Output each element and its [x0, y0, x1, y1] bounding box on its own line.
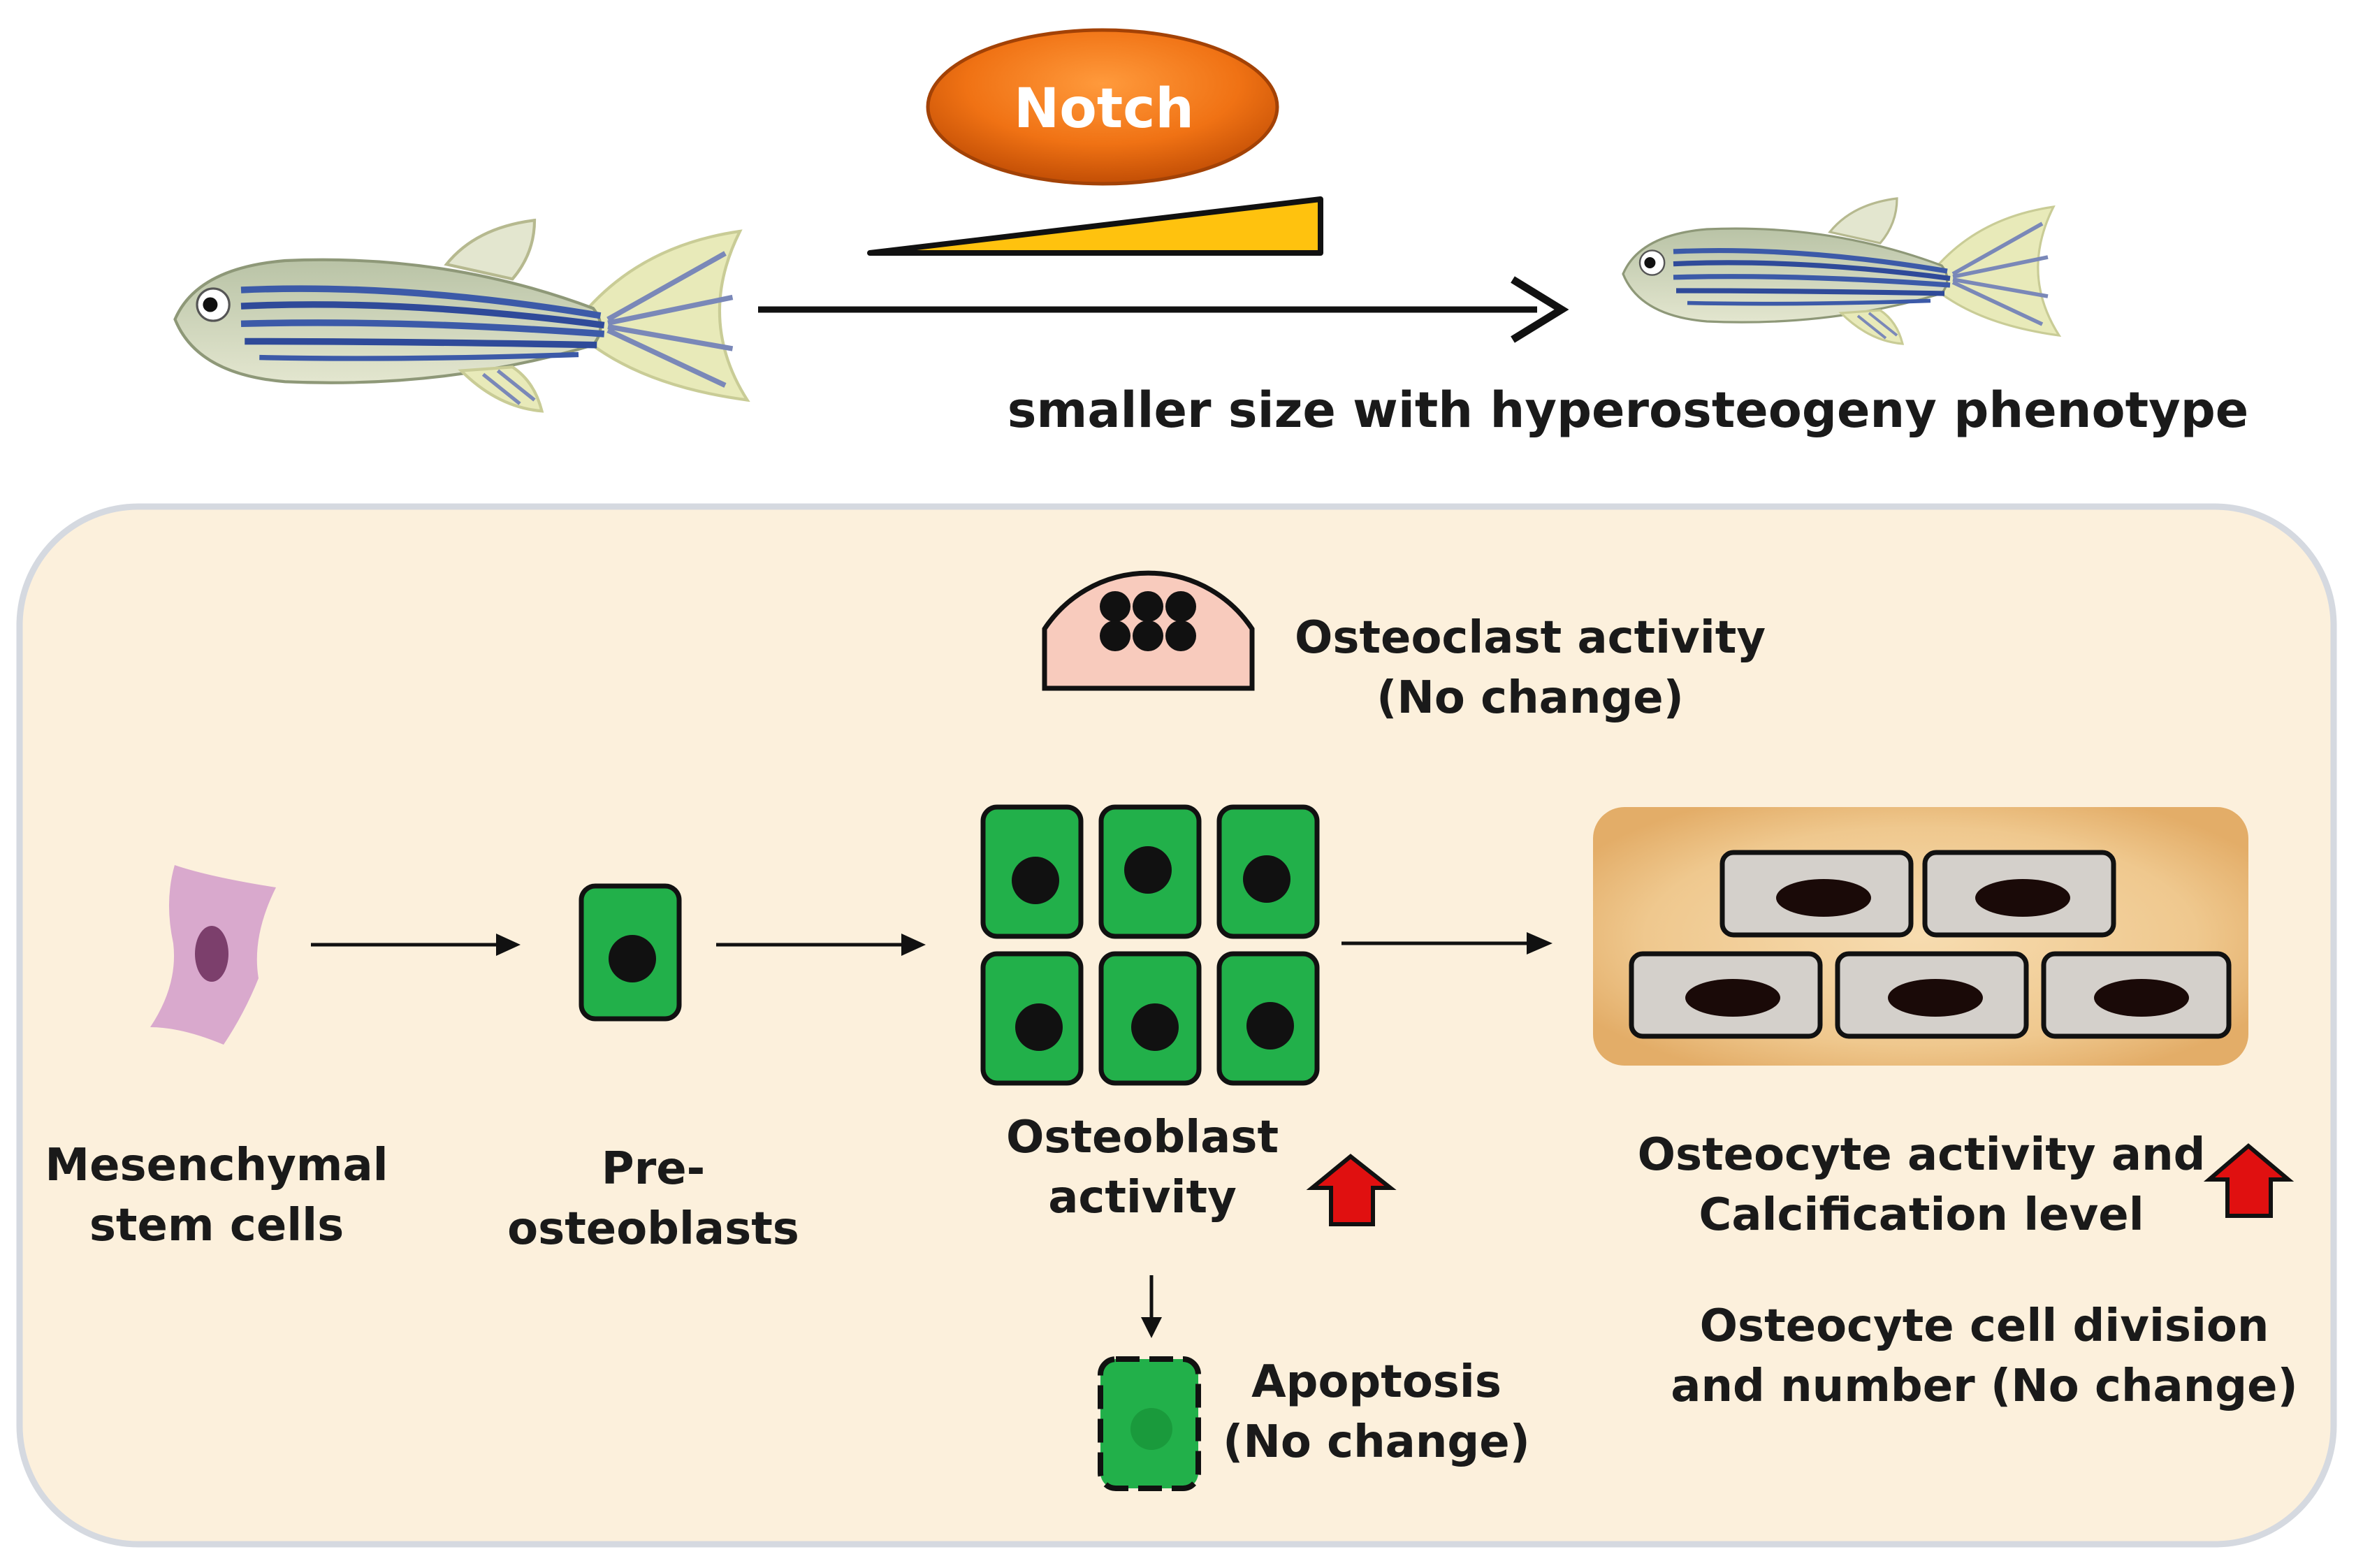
- preosteoblast-label-line1: Pre-: [601, 1143, 706, 1195]
- apoptosis-arrow: [1141, 1275, 1162, 1338]
- preosteoblast-icon: [579, 883, 682, 1022]
- stage-arrow-2: [716, 934, 926, 956]
- osteoclast-label-line1: Osteoclast activity: [1294, 612, 1766, 664]
- osteoblast-label-line1: Osteoblast: [1005, 1112, 1279, 1163]
- preosteoblast-label-line2: osteoblasts: [507, 1203, 799, 1256]
- osteoclast-icon: [1042, 570, 1255, 691]
- osteocyte-activity-label-line2: Calcification level: [1699, 1189, 2144, 1242]
- bone-matrix-icon: [1593, 807, 2248, 1066]
- up-arrow-icon-osteocyte: [2203, 1143, 2295, 1218]
- osteoclast-label: Osteoclast activity (No change): [1258, 608, 1803, 729]
- notch-label: Notch: [1014, 78, 1194, 140]
- zebrafish-icon-large: [175, 220, 748, 411]
- mesenchymal-label: Mesenchymal stem cells: [35, 1135, 398, 1256]
- osteoblast-label: Osteoblast activity: [978, 1108, 1307, 1228]
- apoptosis-label: Apoptosis (No change): [1202, 1352, 1551, 1473]
- phenotype-caption: smaller size with hyperosteogeny phenoty…: [1007, 382, 2249, 439]
- osteoblast-grid-icon: [980, 804, 1320, 1086]
- osteocyte-division-label-line2: and number (No change): [1671, 1360, 2298, 1413]
- osteocyte-division-label: Osteocyte cell division and number (No c…: [1663, 1296, 2306, 1417]
- osteocyte-division-label-line1: Osteocyte cell division: [1699, 1300, 2269, 1352]
- osteoblast-label-line2: activity: [1048, 1172, 1237, 1224]
- osteocyte-activity-label-line1: Osteocyte activity and: [1637, 1129, 2206, 1181]
- mesenchymal-label-line2: stem cells: [89, 1200, 344, 1252]
- zebrafish-icon-small: [1623, 198, 2059, 344]
- apoptotic-cell-icon: [1098, 1356, 1201, 1491]
- up-arrow-icon-osteoblast: [1306, 1154, 1397, 1226]
- stage-arrow-3: [1341, 932, 1553, 954]
- preosteoblast-label: Pre- osteoblasts: [479, 1139, 828, 1260]
- osteoclast-label-line2: (No change): [1376, 672, 1684, 725]
- mesenchymal-label-line1: Mesenchymal: [45, 1140, 388, 1191]
- main-arrow: [758, 276, 1569, 343]
- apoptosis-label-line2: (No change): [1223, 1416, 1530, 1469]
- notch-ellipse: [926, 28, 1279, 186]
- gradient-wedge: [867, 196, 1323, 256]
- apoptosis-label-line1: Apoptosis: [1251, 1356, 1501, 1408]
- stage-arrow-1: [311, 934, 521, 956]
- osteocyte-activity-label: Osteocyte activity and Calcification lev…: [1607, 1125, 2236, 1246]
- mesenchymal-cell-icon: [150, 865, 276, 1045]
